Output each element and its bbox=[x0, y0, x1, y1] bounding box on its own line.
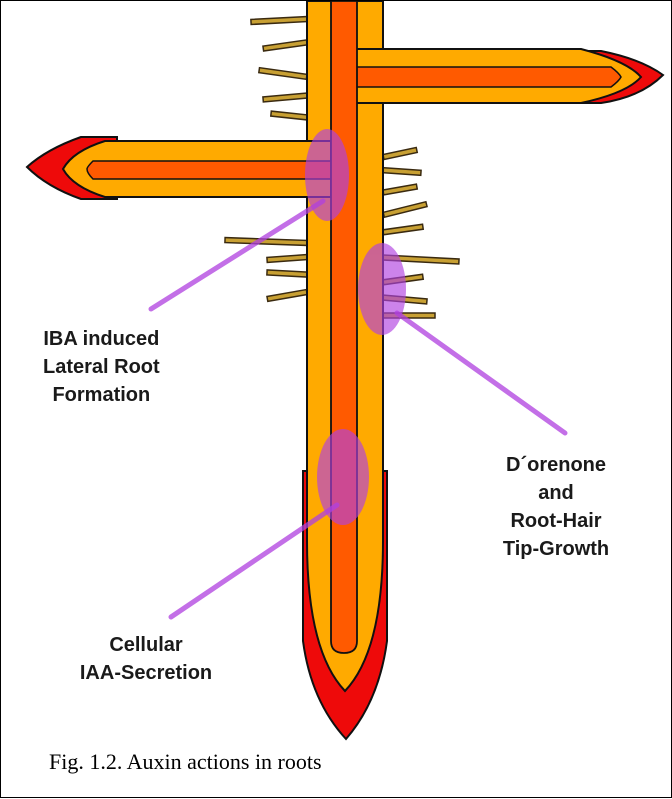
secretion-highlight bbox=[317, 429, 369, 525]
lateral-root-label: IBA induced Lateral Root Formation bbox=[43, 325, 160, 409]
lateral-root-right bbox=[353, 49, 663, 103]
root-hair-label-line4: Tip-Growth bbox=[471, 535, 641, 563]
lateral-root-left bbox=[27, 137, 331, 199]
root-hair-label-line1: D´orenone bbox=[471, 451, 641, 479]
lateral-root-label-line3: Formation bbox=[43, 381, 160, 409]
secretion-label-line2: IAA-Secretion bbox=[71, 659, 221, 687]
lateral-root-highlight bbox=[305, 129, 349, 221]
secretion-label: Cellular IAA-Secretion bbox=[71, 631, 221, 687]
lateral-root-label-line2: Lateral Root bbox=[43, 353, 160, 381]
root-hair-label: D´orenone and Root-Hair Tip-Growth bbox=[471, 451, 641, 563]
root-hair-label-line3: Root-Hair bbox=[471, 507, 641, 535]
root-hairs-upper-left bbox=[251, 17, 307, 120]
root-hair-label-line2: and bbox=[471, 479, 641, 507]
root-hair-highlight bbox=[358, 243, 406, 335]
secretion-label-line1: Cellular bbox=[71, 631, 221, 659]
figure-caption: Fig. 1.2. Auxin actions in roots bbox=[49, 749, 322, 775]
lateral-root-label-line1: IBA induced bbox=[43, 325, 160, 353]
main-root-stele bbox=[331, 1, 357, 653]
root-hairs-lower-left bbox=[225, 238, 307, 302]
